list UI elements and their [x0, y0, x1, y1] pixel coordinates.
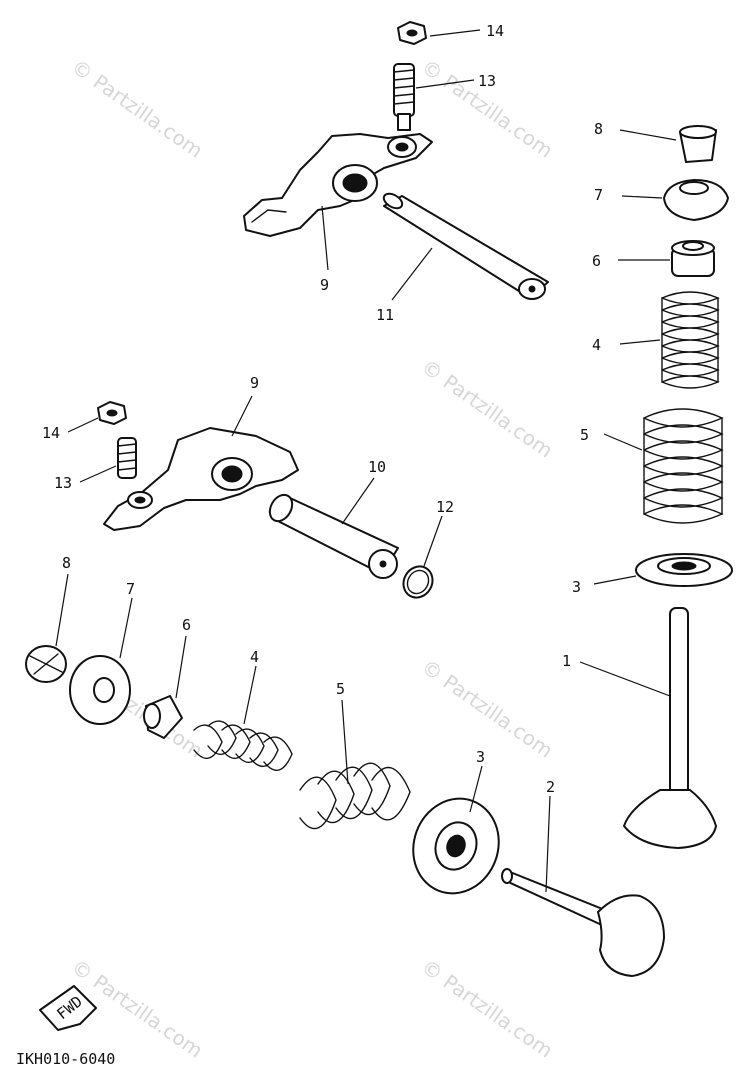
valve-cotter-8-right — [679, 125, 717, 163]
watermark: © Partzilla.com — [417, 654, 557, 762]
nut-14-middle — [97, 401, 127, 425]
callout-12: 12 — [436, 498, 454, 516]
callout-4-right: 4 — [592, 336, 601, 354]
watermark: © Partzilla.com — [417, 954, 557, 1062]
callout-14-middle: 14 — [42, 424, 60, 442]
watermark: © Partzilla.com — [417, 354, 557, 462]
callout-7-lower: 7 — [126, 580, 135, 598]
rocker-shaft-10 — [268, 493, 399, 579]
callout-9-middle: 9 — [250, 374, 259, 392]
callout-7-right: 7 — [594, 186, 603, 204]
callout-11: 11 — [376, 306, 394, 324]
spring-seat-3-right — [635, 553, 733, 587]
inner-spring-4-right — [661, 291, 720, 389]
callout-6-right: 6 — [592, 252, 601, 270]
callout-3-right: 3 — [572, 578, 581, 596]
spring-seat-6-right — [671, 240, 715, 277]
callout-13-upper: 13 — [478, 72, 496, 90]
callout-14-upper: 14 — [486, 22, 504, 40]
fwd-arrow-icon: FWD — [39, 985, 97, 1031]
callout-4-lower: 4 — [250, 648, 259, 666]
nut-14-upper — [397, 21, 427, 45]
callout-8-lower: 8 — [62, 554, 71, 572]
leader-lines — [55, 29, 677, 893]
rocker-shaft-11 — [382, 192, 549, 300]
watermark: © Partzilla.com — [67, 54, 207, 162]
valve-1 — [623, 607, 717, 849]
adjuster-screw-13-middle — [117, 437, 137, 479]
callout-10: 10 — [368, 458, 386, 476]
outer-spring-5-lower — [299, 762, 411, 830]
rocker-arm-9-upper — [243, 133, 433, 237]
spring-seat-3-lower — [412, 797, 500, 895]
callout-3-lower: 3 — [476, 748, 485, 766]
callout-8-right: 8 — [594, 120, 603, 138]
spring-seat-6-lower — [143, 695, 183, 739]
watermark: © Partzilla.com — [417, 54, 557, 162]
callout-1: 1 — [562, 652, 571, 670]
inner-spring-4-lower — [193, 720, 293, 771]
callout-2: 2 — [546, 778, 555, 796]
callout-13-middle: 13 — [54, 474, 72, 492]
drawing-code: IKH010-6040 — [16, 1050, 115, 1068]
valve-retainer-7-right — [663, 179, 729, 221]
o-ring-12 — [402, 565, 434, 599]
callout-numbers: 14 13 9 11 8 7 6 4 5 3 1 9 14 13 10 12 8… — [42, 22, 603, 796]
valve-cotter-8-lower — [25, 645, 67, 683]
outer-spring-5-right — [643, 408, 724, 524]
valve-2 — [501, 868, 665, 977]
callout-5-lower: 5 — [336, 680, 345, 698]
valve-retainer-7-lower — [69, 655, 131, 725]
callout-6-lower: 6 — [182, 616, 191, 634]
callout-9-upper: 9 — [320, 276, 329, 294]
adjuster-screw-13-upper — [393, 63, 415, 131]
rocker-arm-9-middle — [103, 427, 299, 531]
callout-5-right: 5 — [580, 426, 589, 444]
